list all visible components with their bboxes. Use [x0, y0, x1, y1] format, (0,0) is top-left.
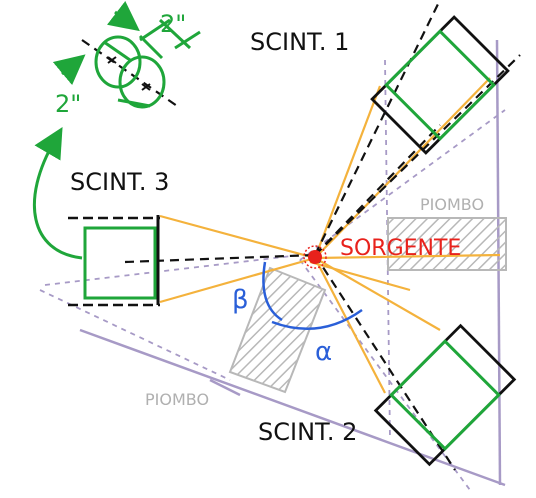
- angle-arcs: [262, 261, 363, 330]
- label-scint2: SCINT. 2: [258, 418, 357, 446]
- cylinder-marks: [107, 56, 151, 91]
- scint3-detector: [68, 215, 160, 307]
- label-scint1: SCINT. 1: [250, 28, 349, 56]
- label-scint3: SCINT. 3: [70, 168, 169, 196]
- lead-bottom-block: [228, 266, 327, 394]
- source-point: [303, 245, 327, 269]
- label-source: SORGENTE: [340, 236, 461, 261]
- label-dim-length: 2": [160, 10, 186, 38]
- label-angle-alpha: α: [315, 337, 332, 367]
- label-lead-right: PIOMBO: [420, 195, 484, 214]
- cylinder-icon: [33, 0, 201, 260]
- scint1-detector: [370, 15, 510, 155]
- label-lead-bottom: PIOMBO: [145, 390, 209, 409]
- label-angle-beta: β: [232, 285, 249, 315]
- orange-rays: [159, 77, 501, 394]
- lead-right-block: [387, 217, 507, 271]
- scint2-detector: [373, 323, 517, 467]
- label-dim-diameter: 2": [55, 90, 81, 118]
